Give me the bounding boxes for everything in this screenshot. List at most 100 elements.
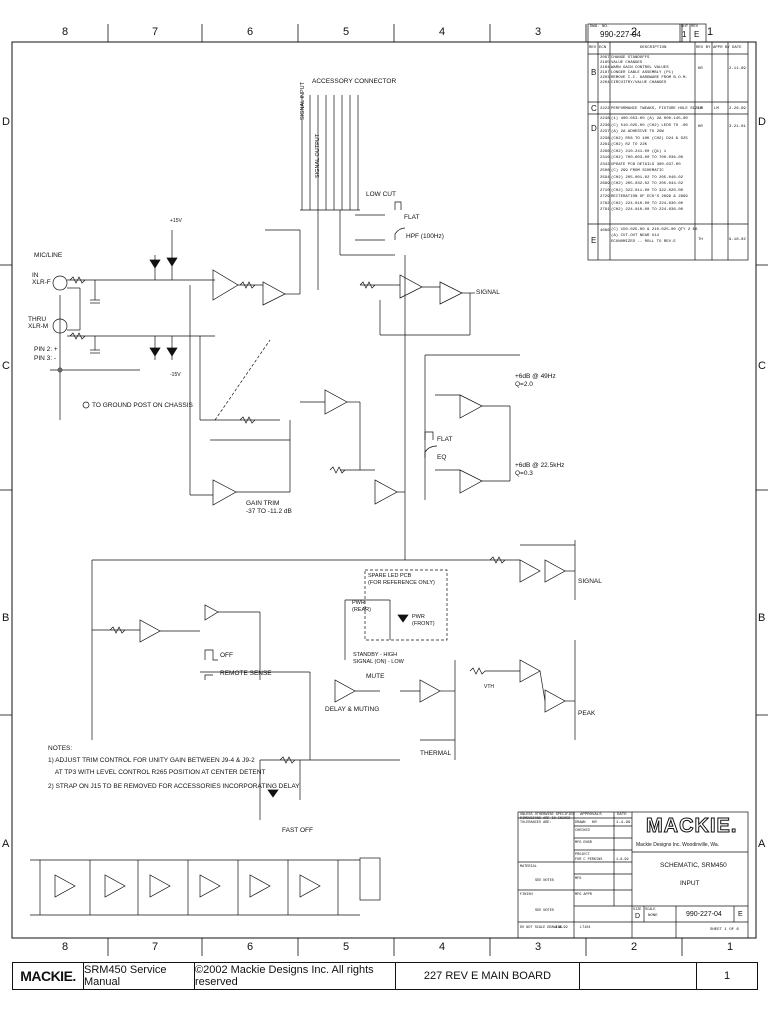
ground-post-label: TO GROUND POST ON CHASSIS [92, 402, 193, 409]
note-line-2: AT TP3 WITH LEVEL CONTROL R265 POSITION … [48, 769, 266, 776]
flat-label: FLAT [404, 214, 420, 221]
eq-label: EQ [437, 454, 447, 461]
revision-row-b-rev: B [591, 68, 597, 77]
zone-row-b-right: B [758, 612, 766, 624]
eq-high-label: +6dB @ 22.5kHz Q=0.3 [515, 462, 565, 477]
footer-logo-cell: MACKIE. [13, 963, 84, 989]
footer-blank-cell [580, 963, 697, 989]
drawn-label: DRAWN [575, 821, 586, 825]
rev-label: REV [691, 25, 699, 29]
zone-row-c-right: C [758, 360, 766, 372]
drawn-date: 1-4-99 [616, 821, 631, 825]
appr-by-col-header: APPR BY [713, 46, 730, 50]
footer-bar: MACKIE. SRM450 Service Manual ©2002 Mack… [12, 962, 758, 990]
signal-output-label: SIGNAL OUTPUT [315, 133, 321, 178]
footer-manual-cell: SRM450 Service Manual [84, 963, 195, 989]
company-logo: MACKIE. [645, 815, 738, 838]
revision-row-d-rev-by: KR [698, 125, 703, 129]
project-date: 1-8-99 [616, 858, 629, 862]
thermal-label: THERMAL [420, 750, 452, 757]
zone-col-8-bottom: 8 [61, 941, 69, 953]
revision-row-c-description: PERFORMANCE TWEAKS, FIXTURE HOLE SIZES [611, 107, 703, 111]
zone-row-d-right: D [758, 116, 766, 128]
size-value: D [635, 913, 641, 920]
ecn-col-header: ECN [599, 46, 607, 50]
approvals-header: APPROVALS [580, 813, 602, 817]
footer-page-number: 1 [723, 970, 731, 982]
revision-row-b-date: 2-11-99 [729, 67, 746, 71]
signal-out-label: SIGNAL [476, 289, 500, 296]
zone-row-c: C [2, 360, 10, 372]
drawing-number: 990-227-04 [686, 911, 722, 918]
sheet-count: SHEET 1 OF 6 [710, 928, 739, 932]
rev-col-header: REV [589, 46, 597, 50]
date-scale: 1-8-99 [555, 926, 568, 930]
standby-label: STANDBY - HIGH SIGNAL (ON) - LOW [353, 652, 404, 665]
revision-row-b-description: CHANGE STANDOFFS VALUE CHANGES WARN GAIN… [611, 56, 688, 85]
footer-mackie-logo: MACKIE. [20, 968, 76, 984]
revision-row-c-date: 2-26-99 [729, 107, 746, 111]
zone-col-1-bottom: 1 [726, 941, 734, 953]
revision-row-c-appr-by: LM [714, 107, 719, 111]
pin3-label: PIN 3: - [34, 355, 57, 362]
zone-row-a-right: A [758, 838, 766, 850]
scale-note: DO NOT SCALE DRAWING [520, 926, 563, 930]
zone-col-2: 2 [630, 26, 638, 38]
flat-eq-label: FLAT [437, 436, 453, 443]
zone-row-a: A [2, 838, 10, 850]
revision-row-b-ecn: 2097 2185 2164 2187 2203 2204 [600, 56, 610, 85]
company-name: Mackie Designs Inc. Woodinville, Wa. [636, 842, 720, 848]
footer-page-cell: 1 [697, 963, 757, 989]
revision-row-e-date: 9-18-02 [729, 238, 746, 242]
peak-led-label: PEAK [578, 710, 596, 717]
note-line-3: 2) STRAP ON J15 TO BE REMOVED FOR ACCESS… [48, 783, 300, 790]
sheet-top: 1 [682, 30, 687, 39]
size-label: SIZE [633, 908, 642, 912]
revision-row-e-rev: E [591, 236, 597, 245]
date-col-header: DATE [732, 46, 742, 50]
revision-row-c-rev: C [591, 104, 597, 113]
zone-row-d: D [2, 116, 10, 128]
project-by: FOR C PERKINS [575, 858, 603, 862]
zone-col-5-bottom: 5 [342, 941, 350, 953]
thru-xlr-label: THRU XLR-M [28, 316, 49, 330]
scale-label: SCALE [645, 908, 656, 912]
unless-note: UNLESS OTHERWISE SPECIFIED DIMENSIONS AR… [520, 813, 575, 825]
minus15v-label: -15V [170, 372, 181, 378]
zone-col-6: 6 [246, 26, 254, 38]
zone-col-4-bottom: 4 [438, 941, 446, 953]
plus15v-label: +15V [170, 218, 182, 224]
notes-title: NOTES: [48, 745, 73, 752]
zone-col-4: 4 [438, 26, 446, 38]
zone-col-7-bottom: 7 [151, 941, 159, 953]
finish-label: FINISH [520, 893, 533, 897]
drawing-number-top: 990-227-04 [600, 30, 641, 39]
footer-copyright-cell: ©2002 Mackie Designs Inc. All rights res… [195, 963, 396, 989]
zone-row-b: B [2, 612, 10, 624]
scale-value: NONE [648, 914, 658, 918]
signal-led-label: SIGNAL [578, 578, 602, 585]
footer-board-cell: 227 REV E MAIN BOARD [396, 963, 580, 989]
low-cut-label: LOW CUT [366, 191, 396, 198]
revision-row-d-rev: D [591, 124, 597, 133]
mfg-appr-label: MFG APPR [575, 893, 592, 897]
project-label: PROJECT [575, 853, 590, 857]
revision-row-d-description: (1) 400-053-00 (A) 2A 000-145-00 (C) 510… [611, 117, 688, 212]
footer-copyright: ©2002 Mackie Designs Inc. All rights res… [195, 964, 374, 988]
footer-manual-title: SRM450 Service Manual [84, 964, 167, 988]
zone-col-6-bottom: 6 [246, 941, 254, 953]
dwg-no-label: DWG. NO. [590, 25, 610, 29]
revision-row-c-rev-by: LM [698, 107, 703, 111]
pwr-front-label: PWR (FRONT) [412, 614, 435, 627]
revision-row-b-rev-by: KR [698, 67, 703, 71]
gain-trim-label: GAIN TRIM -37 TO -11.2 dB [246, 500, 292, 515]
material-label: MATERIAL [520, 865, 537, 869]
mfg-label: MFG [575, 877, 582, 881]
pin2-label: PIN 2: + [34, 346, 58, 353]
note-line-1: 1) ADJUST TRIM CONTROL FOR UNITY GAIN BE… [48, 757, 255, 764]
checked-label: CHECKED [575, 829, 590, 833]
footer-board: 227 REV E MAIN BOARD [423, 970, 552, 982]
revision-row-e-ecn: 4066 [600, 229, 610, 233]
lt104: LT104 [580, 926, 591, 930]
